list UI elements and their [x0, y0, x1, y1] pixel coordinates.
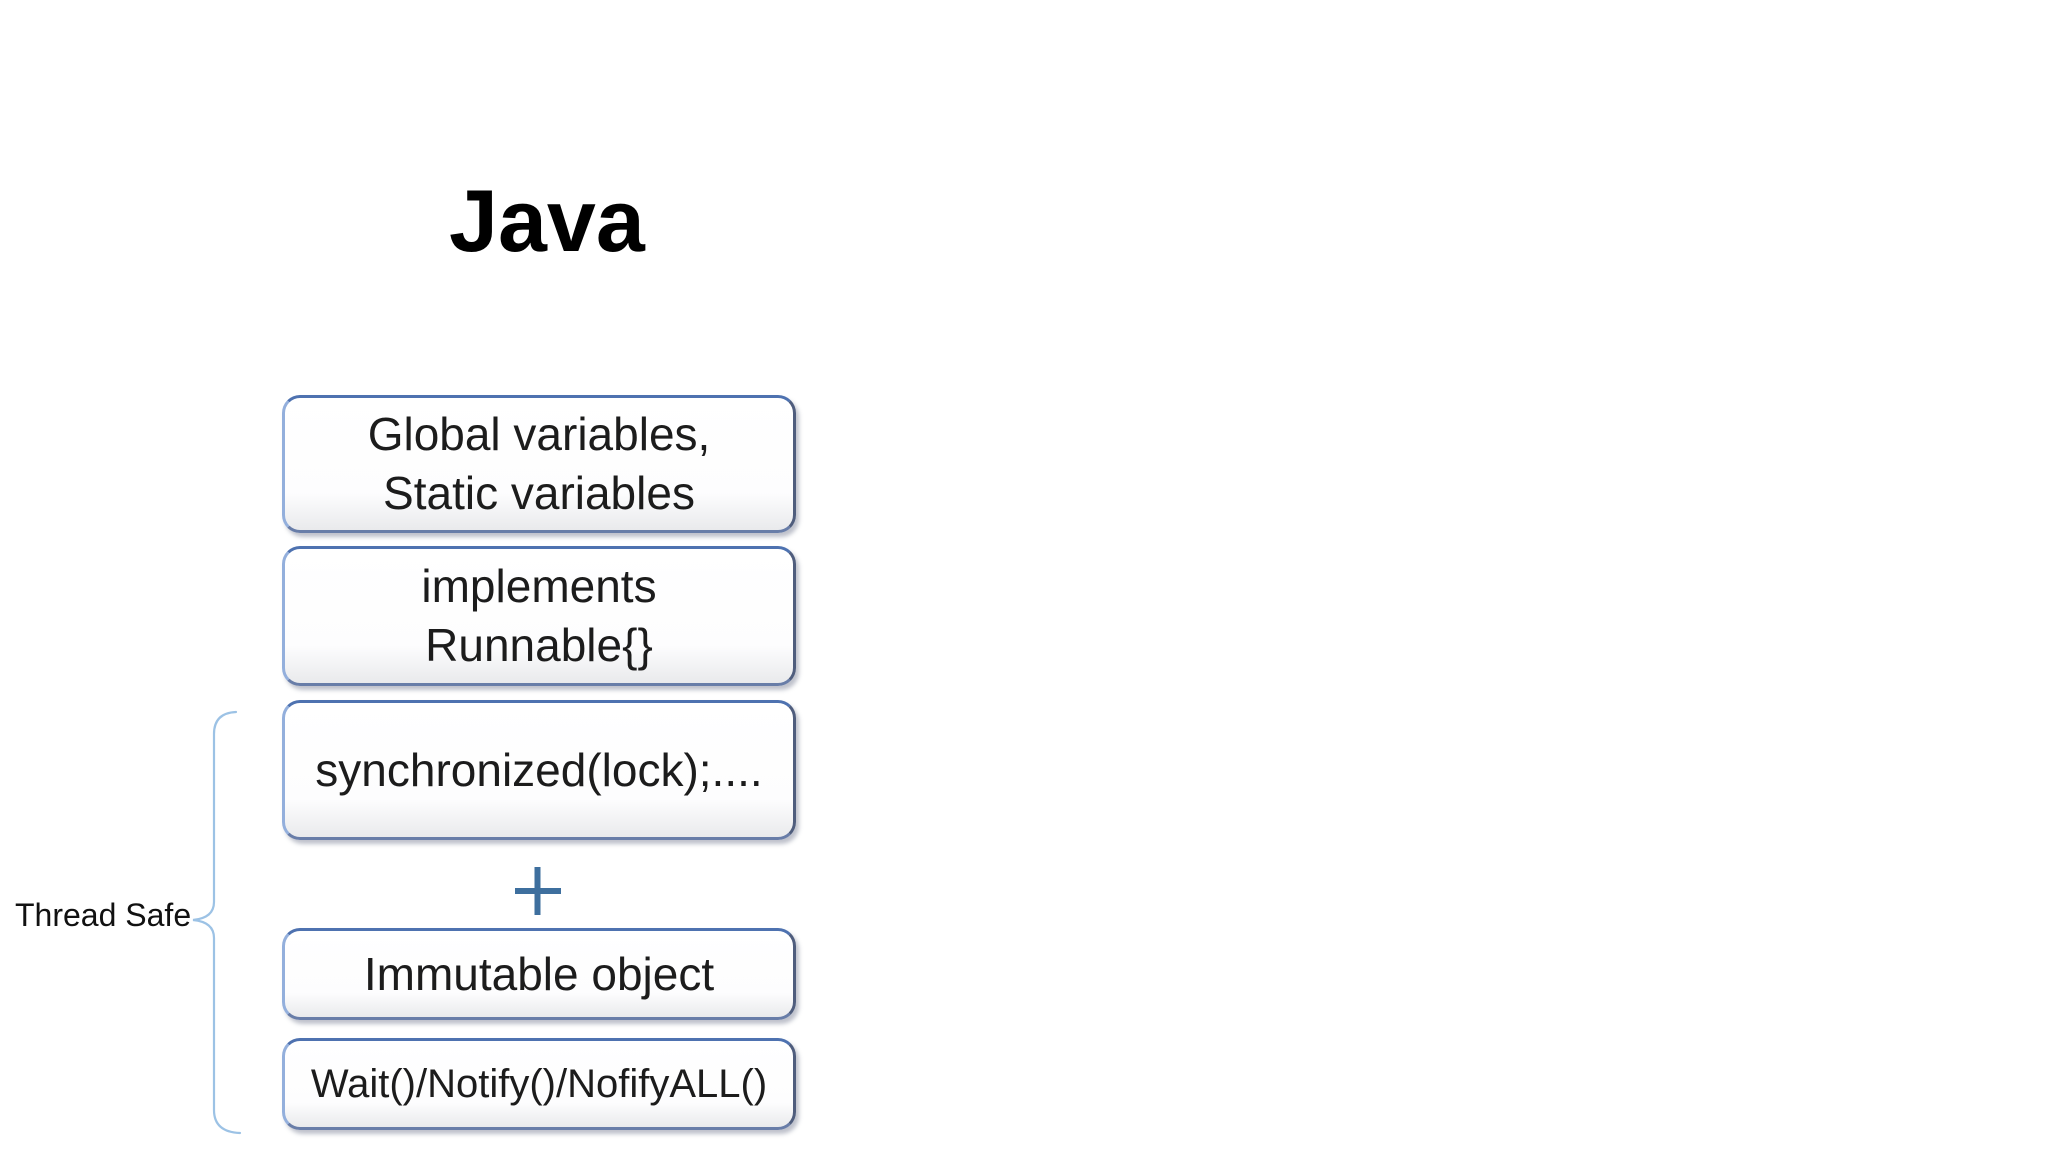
box-text-line: Wait()/Notify()/NofifyALL() [310, 1061, 768, 1106]
plus-icon [515, 867, 561, 915]
box-wait-notify: Wait()/Notify()/NofifyALL() [282, 1038, 796, 1130]
box-text-line: Global variables, [367, 408, 711, 460]
box-text-line: Immutable object [363, 947, 715, 1000]
box-synchronized-lock: synchronized(lock);.... [282, 700, 796, 840]
thread-safe-label: Thread Safe [15, 897, 192, 933]
box-immutable-object: Immutable object [282, 928, 796, 1020]
box-text-line: synchronized(lock);.... [315, 743, 763, 796]
thread-safe-brace-icon [192, 710, 242, 1135]
box-text-line: Static variables [383, 467, 695, 519]
box-text-line: Runnable{} [425, 619, 653, 671]
page-title: Java [449, 171, 645, 270]
box-implements-runnable: implements Runnable{} [282, 546, 796, 686]
box-text-line: implements [421, 560, 657, 612]
box-global-static-variables: Global variables, Static variables [282, 395, 796, 533]
